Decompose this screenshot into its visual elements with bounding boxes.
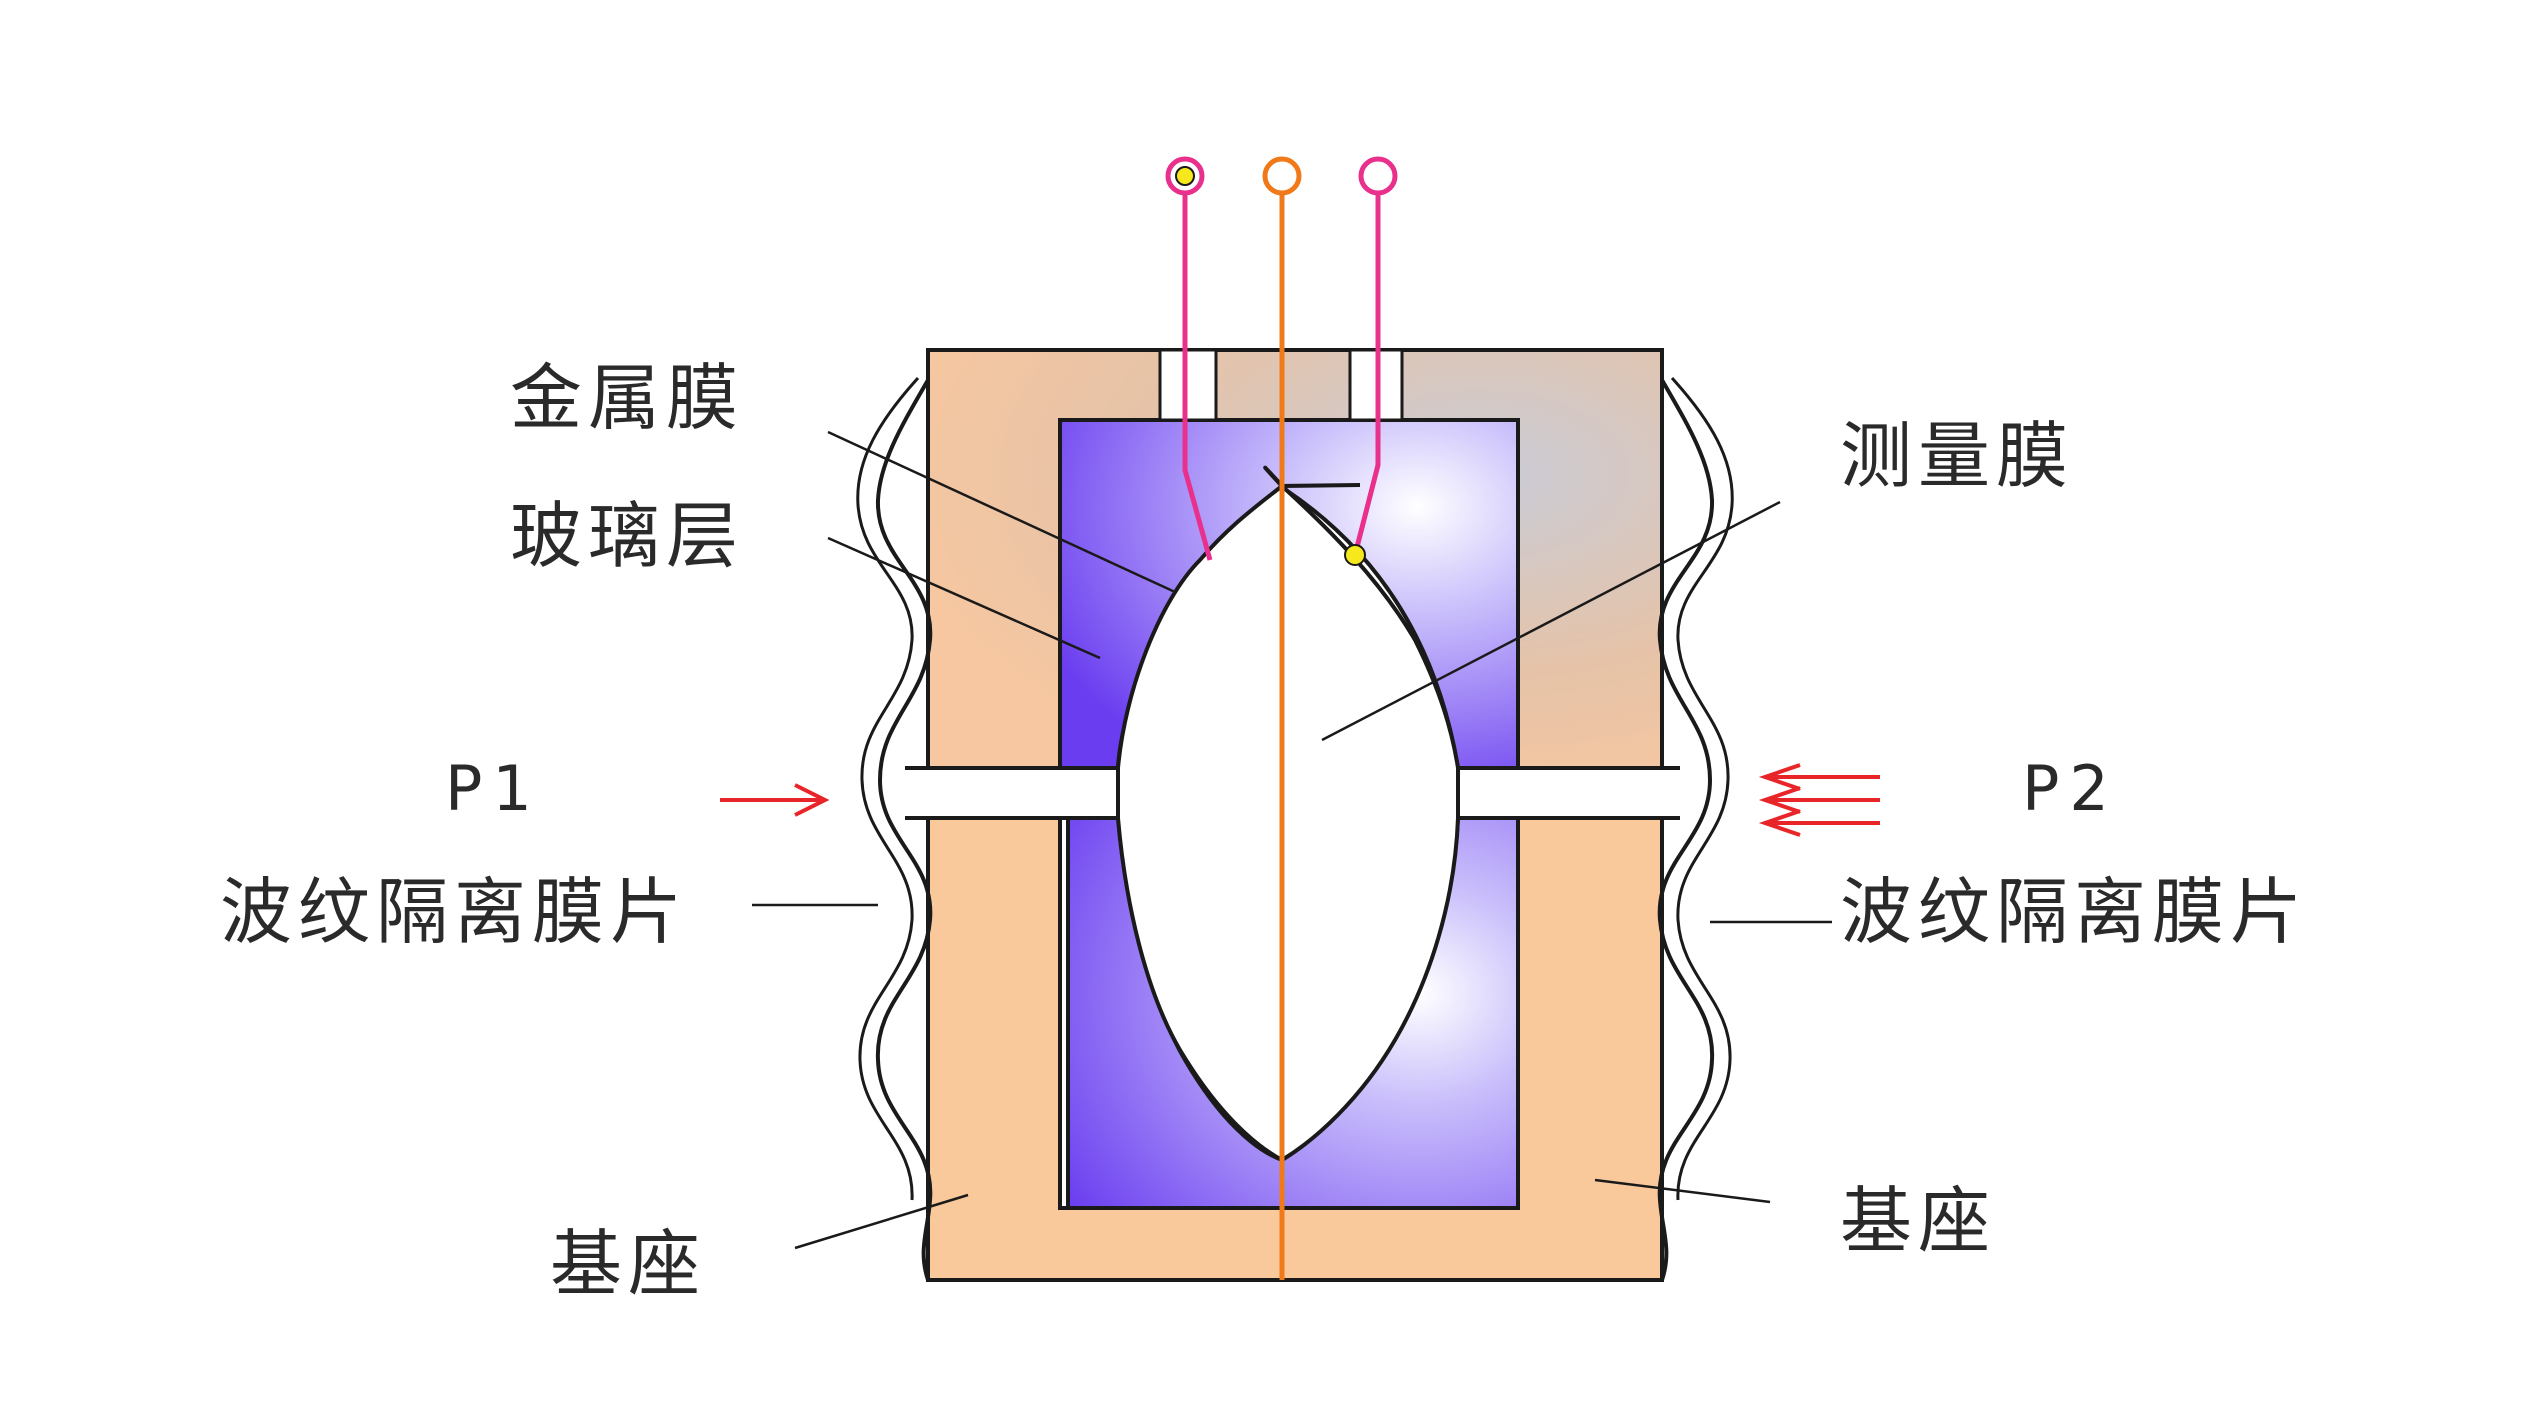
label-measuring-film: 测量膜	[1840, 414, 2075, 498]
right-electrode-wire	[1352, 178, 1381, 556]
contact-dot-icon	[1344, 544, 1366, 566]
leader-lines	[752, 430, 1832, 1250]
leader-measuring-film	[1321, 500, 1781, 742]
label-base-left: 基座	[550, 1222, 707, 1306]
leader-base-right	[1594, 1178, 1771, 1204]
terminal-center-icon	[1262, 156, 1302, 196]
label-diaphragm-left: 波纹隔离膜片	[220, 870, 689, 954]
leader-base-left	[794, 1193, 969, 1250]
pressure-channel	[905, 766, 1680, 820]
label-base-right: 基座	[1840, 1179, 1997, 1263]
terminal-right-icon	[1358, 156, 1398, 196]
left-electrode-wire	[1182, 178, 1213, 561]
label-p1: P1	[445, 752, 542, 825]
leader-metal-film	[827, 430, 1176, 594]
corrugated-diaphragm-right	[1657, 376, 1734, 1281]
leader-glass-layer	[827, 536, 1101, 660]
label-glass-layer: 玻璃层	[510, 494, 745, 578]
label-diaphragm-right: 波纹隔离膜片	[1840, 870, 2309, 954]
label-metal-film: 金属膜	[510, 356, 745, 440]
measurement-cavity	[1116, 483, 1460, 1163]
arrow-right-icon	[720, 783, 830, 817]
triple-arrow-left-icon	[1758, 763, 1880, 837]
label-p2: P2	[2022, 752, 2119, 825]
terminal-left-icon	[1165, 156, 1205, 196]
corrugated-diaphragm-left	[856, 376, 933, 1281]
